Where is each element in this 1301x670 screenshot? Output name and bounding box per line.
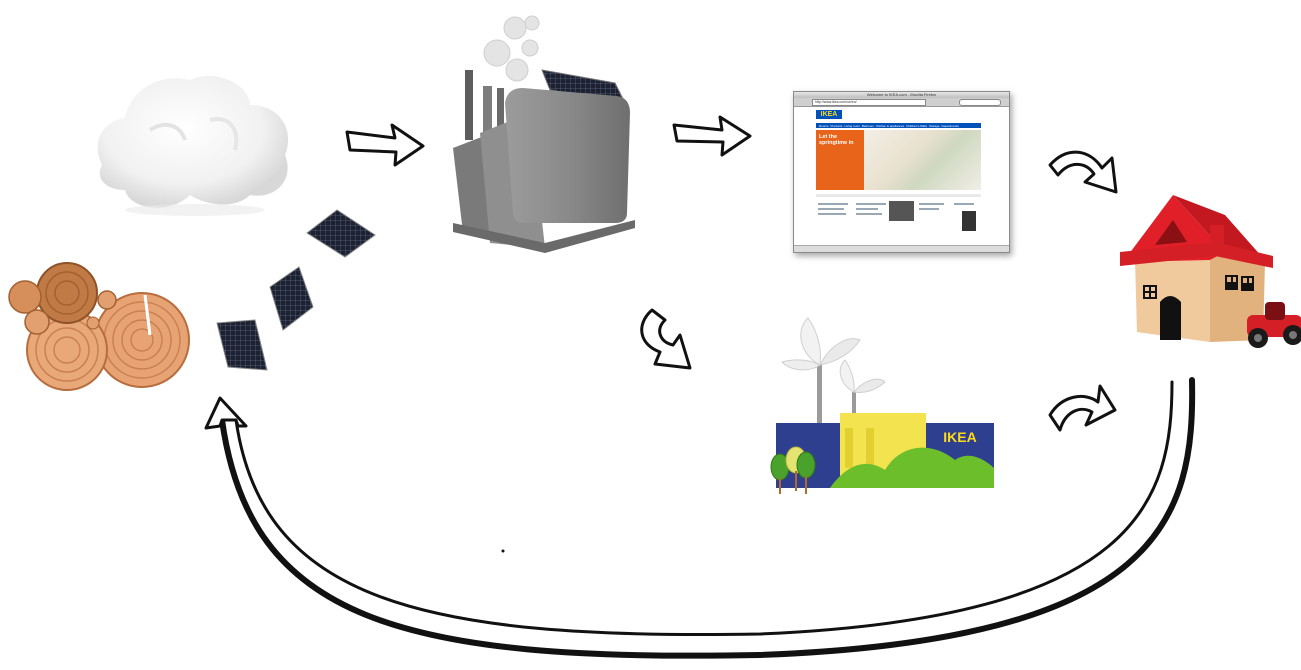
arrow-head-up-icon: [206, 398, 246, 428]
curved-arrow-icon: [1050, 152, 1116, 192]
curved-arrow-icon: [1050, 386, 1115, 430]
arrow-right-icon: [674, 117, 750, 155]
return-cycle-arrow: [222, 380, 1192, 656]
curved-arrow-icon: [642, 310, 690, 368]
arrow-right-icon: [347, 125, 423, 165]
